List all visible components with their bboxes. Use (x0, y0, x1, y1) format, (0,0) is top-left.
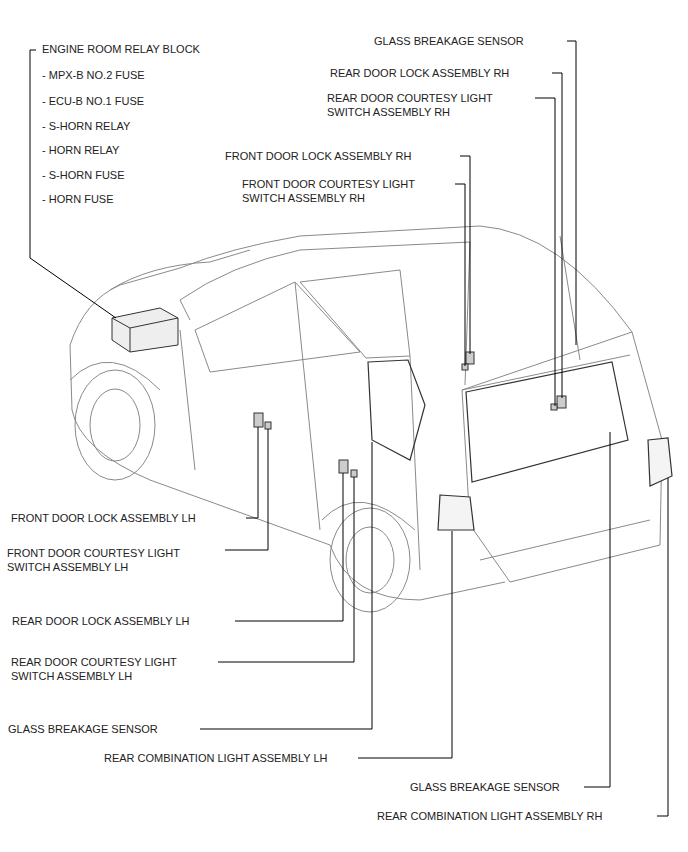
part-label: ENGINE ROOM RELAY BLOCK (42, 42, 200, 56)
part-label: - S-HORN RELAY (42, 119, 130, 133)
part-label: - S-HORN FUSE (42, 168, 125, 182)
relay-block (112, 308, 178, 352)
part-label: FRONT DOOR LOCK ASSEMBLY LH (11, 511, 196, 525)
part-label: FRONT DOOR COURTESY LIGHT SWITCH ASSEMBL… (242, 177, 442, 205)
part-label: GLASS BREAKAGE SENSOR (8, 722, 158, 736)
part-label: FRONT DOOR LOCK ASSEMBLY RH (225, 149, 411, 163)
part-label: - ECU-B NO.1 FUSE (42, 94, 144, 108)
part-label: REAR DOOR LOCK ASSEMBLY RH (330, 66, 509, 80)
leader-line (30, 41, 668, 816)
part-label: REAR DOOR COURTESY LIGHT SWITCH ASSEMBLY… (11, 655, 211, 683)
part-label: REAR COMBINATION LIGHT ASSEMBLY LH (104, 751, 328, 765)
part-label: REAR DOOR LOCK ASSEMBLY LH (12, 614, 189, 628)
door-part (254, 352, 566, 477)
part-label: - HORN RELAY (42, 143, 119, 157)
part-label: GLASS BREAKAGE SENSOR (410, 780, 560, 794)
part-label: REAR DOOR COURTESY LIGHT SWITCH ASSEMBLY… (327, 91, 512, 119)
rear-lamp (438, 438, 672, 530)
part-label: - MPX-B NO.2 FUSE (42, 68, 145, 82)
glass-outline (368, 360, 628, 482)
part-label: GLASS BREAKAGE SENSOR (374, 34, 524, 48)
part-label: - HORN FUSE (42, 192, 114, 206)
part-label: REAR COMBINATION LIGHT ASSEMBLY RH (377, 809, 602, 823)
part-label: FRONT DOOR COURTESY LIGHT SWITCH ASSEMBL… (7, 546, 212, 574)
